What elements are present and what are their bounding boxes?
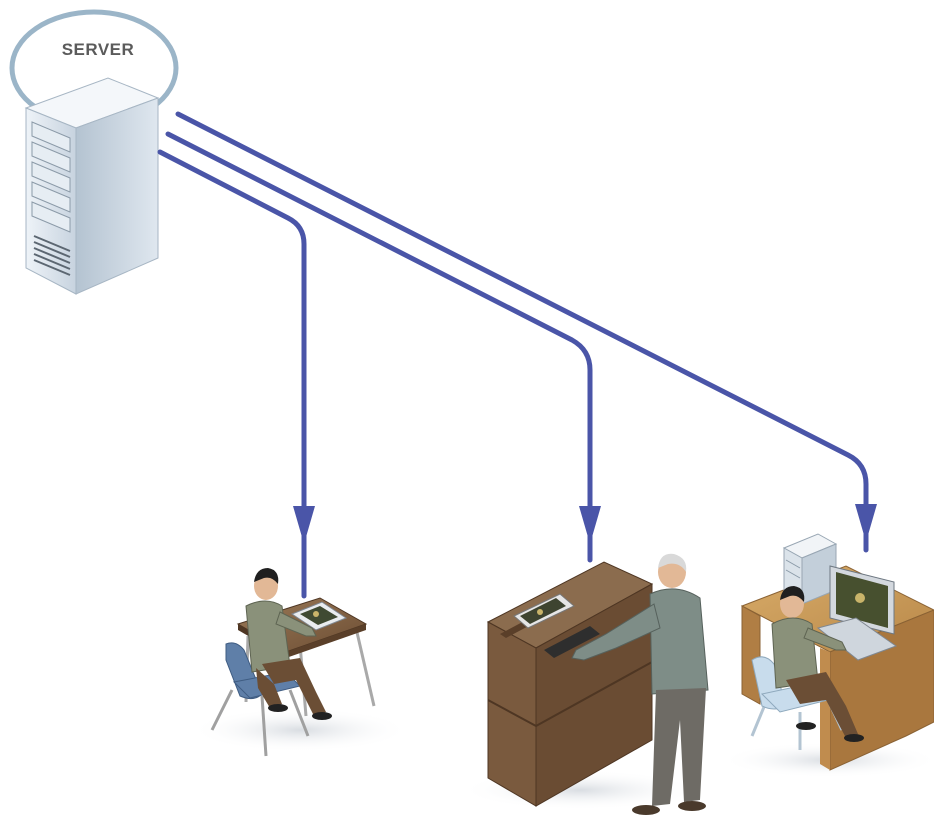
server-label: SERVER — [62, 40, 135, 59]
connection-to-podium — [165, 131, 593, 563]
laptop-icon — [290, 601, 348, 631]
podium-monitor-icon — [513, 593, 600, 658]
seated-worker-figure — [771, 586, 864, 742]
arrow-down-icon — [293, 506, 315, 544]
arrow-down-icon — [855, 504, 877, 542]
lectern — [486, 561, 654, 807]
seated-student-figure — [245, 568, 332, 720]
server-tower-icon — [24, 77, 160, 295]
connection-lines — [157, 111, 869, 599]
standing-presenter-figure — [571, 553, 709, 815]
student-desk-workstation — [190, 568, 410, 757]
connection-to-student-desk — [157, 149, 307, 599]
podium-workstation — [460, 553, 709, 815]
server: SERVER — [9, 9, 179, 295]
desktop-pc-workstation — [720, 533, 934, 778]
connection-to-desktop-pc — [175, 111, 869, 553]
connection-arrows — [293, 504, 877, 544]
arrow-down-icon — [579, 506, 601, 544]
